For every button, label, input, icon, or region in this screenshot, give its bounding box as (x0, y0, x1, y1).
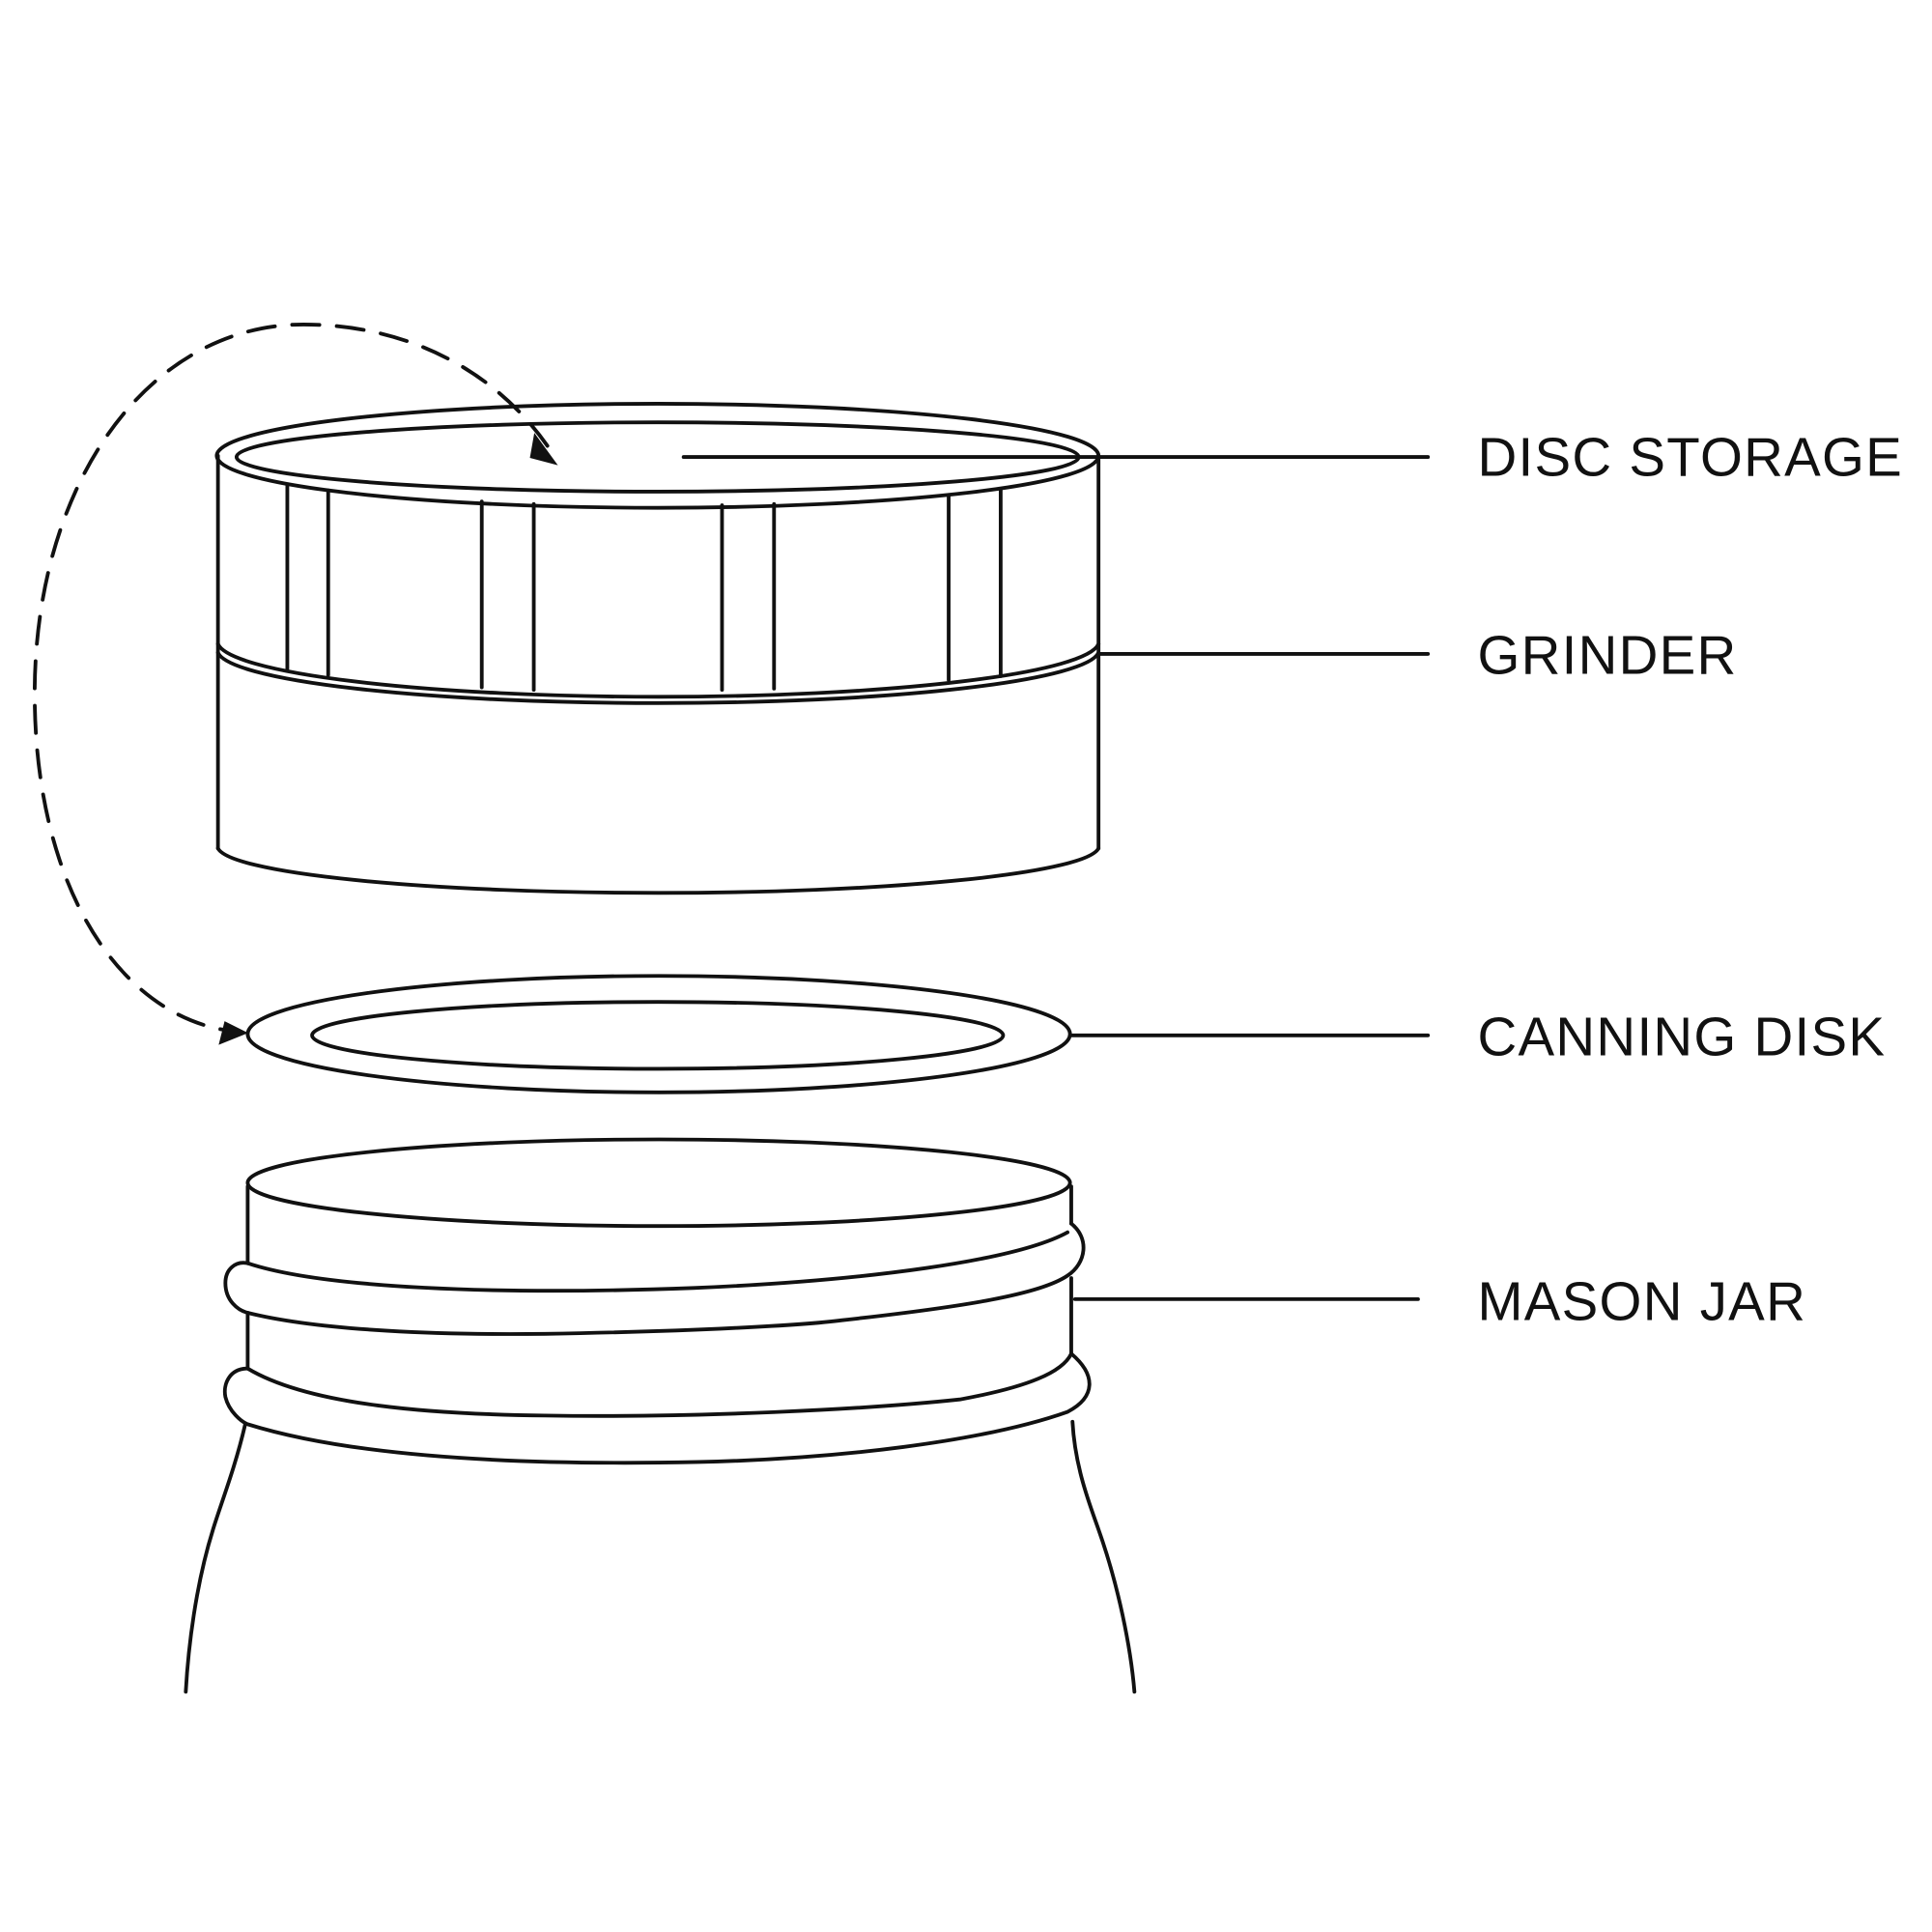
grinder-drawing (214, 402, 1101, 895)
label-mason-jar: MASON JAR (1477, 1271, 1806, 1332)
label-grinder: GRINDER (1477, 624, 1737, 685)
arrowhead-bottom-icon (218, 1021, 248, 1045)
swap-arrow (32, 322, 558, 1045)
mason-jar-drawing (184, 1137, 1137, 1694)
arrowhead-top-icon (529, 433, 558, 466)
label-canning-disk: CANNING DISK (1477, 1006, 1886, 1066)
canning-disk-drawing (245, 974, 1072, 1094)
grinder-grip-slats (285, 483, 1003, 693)
label-disc-storage: DISC STORAGE (1477, 426, 1903, 487)
